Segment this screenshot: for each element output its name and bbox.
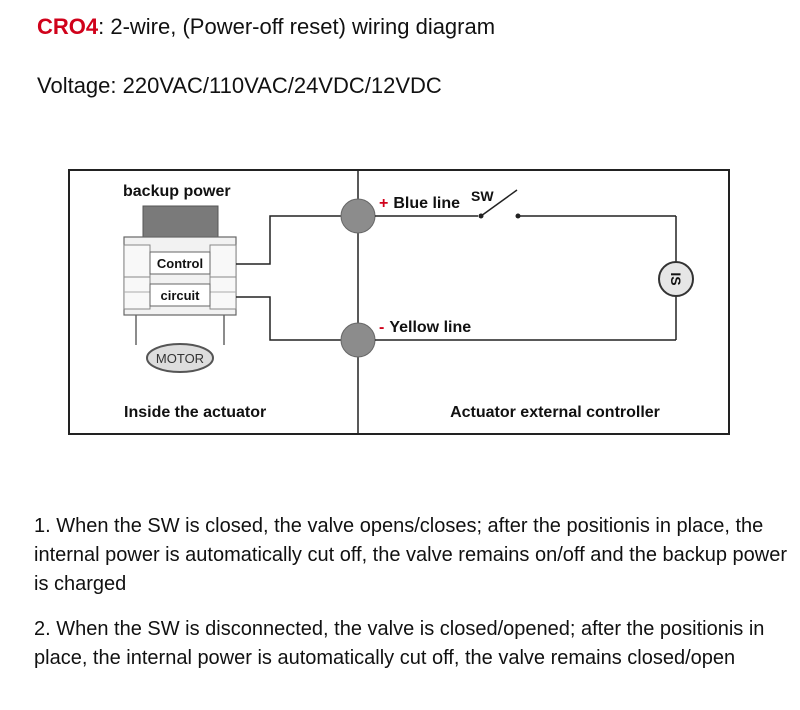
circuit-label: circuit — [160, 288, 200, 303]
backup-power-battery — [142, 205, 219, 238]
note-1: 1. When the SW is closed, the valve open… — [34, 515, 788, 595]
external-controller-label: Actuator external controller — [450, 404, 660, 421]
switch-sw — [478, 189, 521, 219]
voltage-line: Voltage: 220VAC/110VAC/24VDC/12VDC — [37, 73, 442, 98]
yellow-line-text: Yellow line — [389, 319, 471, 336]
plus-sign: + — [379, 195, 388, 212]
motor-body — [146, 343, 214, 373]
sw-label: SW — [471, 188, 494, 204]
inside-actuator-label: Inside the actuator — [124, 404, 266, 421]
title-text: : 2-wire, (Power-off reset) wiring diagr… — [98, 14, 496, 39]
external-wires — [375, 215, 677, 341]
page-title: CRO4: 2-wire, (Power-off reset) wiring d… — [37, 14, 495, 40]
minus-sign: - — [379, 319, 384, 336]
load-label: IS — [668, 272, 684, 285]
internal-wires — [236, 215, 345, 341]
diagram-frame — [68, 169, 730, 435]
note-2: 2. When the SW is disconnected, the valv… — [34, 618, 765, 669]
terminal-positive — [340, 198, 376, 234]
backup-power-label: backup power — [123, 183, 231, 200]
blue-line-text: Blue line — [393, 195, 460, 212]
yellow-line-label: -Yellow line — [379, 319, 471, 336]
control-label: Control — [157, 256, 203, 271]
motor-label: MOTOR — [156, 351, 204, 366]
wiring-diagram: backup power Control circuit MOTOR — [68, 169, 730, 435]
terminal-negative — [340, 322, 376, 358]
control-circuit-housing — [123, 236, 237, 345]
load-symbol — [658, 261, 694, 297]
model-code: CRO4 — [37, 14, 99, 39]
blue-line-label: + Blue line — [379, 195, 460, 212]
